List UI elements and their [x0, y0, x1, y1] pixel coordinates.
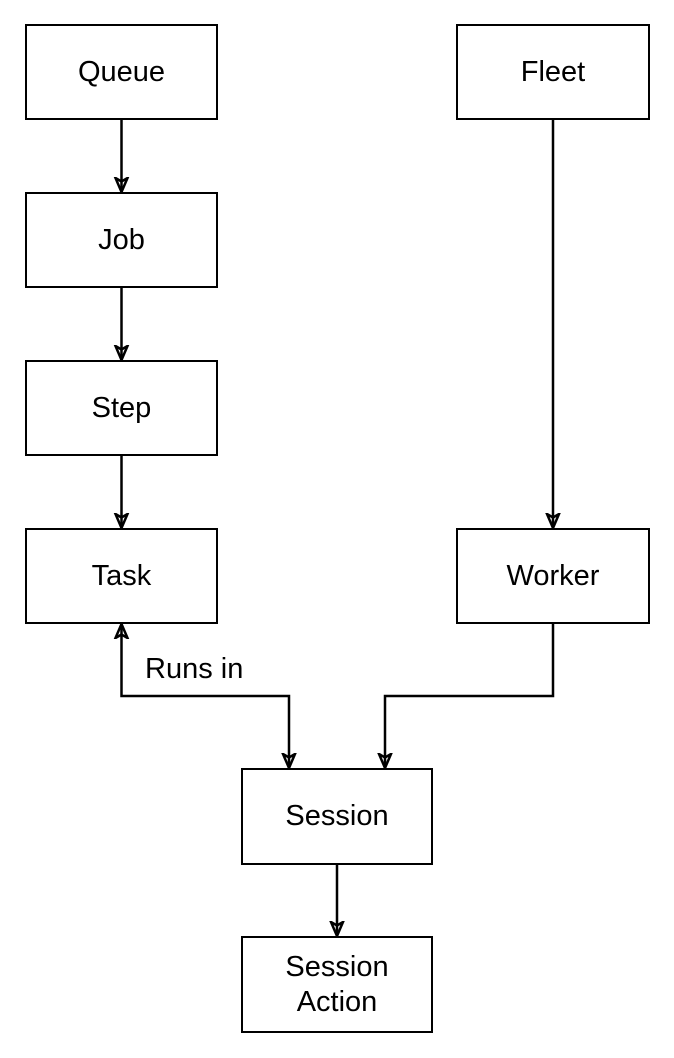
- edge-session-task-runs-in: [122, 624, 290, 768]
- node-queue: Queue: [25, 24, 218, 120]
- node-session-label: Session: [285, 800, 389, 833]
- node-step-label: Step: [91, 391, 152, 424]
- edge-label-runs-in: Runs in: [145, 653, 244, 686]
- node-task-label: Task: [91, 559, 152, 592]
- node-queue-label: Queue: [77, 55, 166, 88]
- node-job-label: Job: [98, 223, 145, 256]
- node-session-action-label: Session Action: [285, 950, 389, 1018]
- node-session: Session: [241, 768, 433, 865]
- node-task: Task: [25, 528, 218, 624]
- node-worker: Worker: [456, 528, 650, 624]
- node-step: Step: [25, 360, 218, 456]
- node-worker-label: Worker: [506, 559, 600, 592]
- node-session-action: Session Action: [241, 936, 433, 1033]
- node-job: Job: [25, 192, 218, 288]
- node-fleet-label: Fleet: [520, 55, 586, 88]
- node-fleet: Fleet: [456, 24, 650, 120]
- edge-worker-session: [385, 624, 555, 768]
